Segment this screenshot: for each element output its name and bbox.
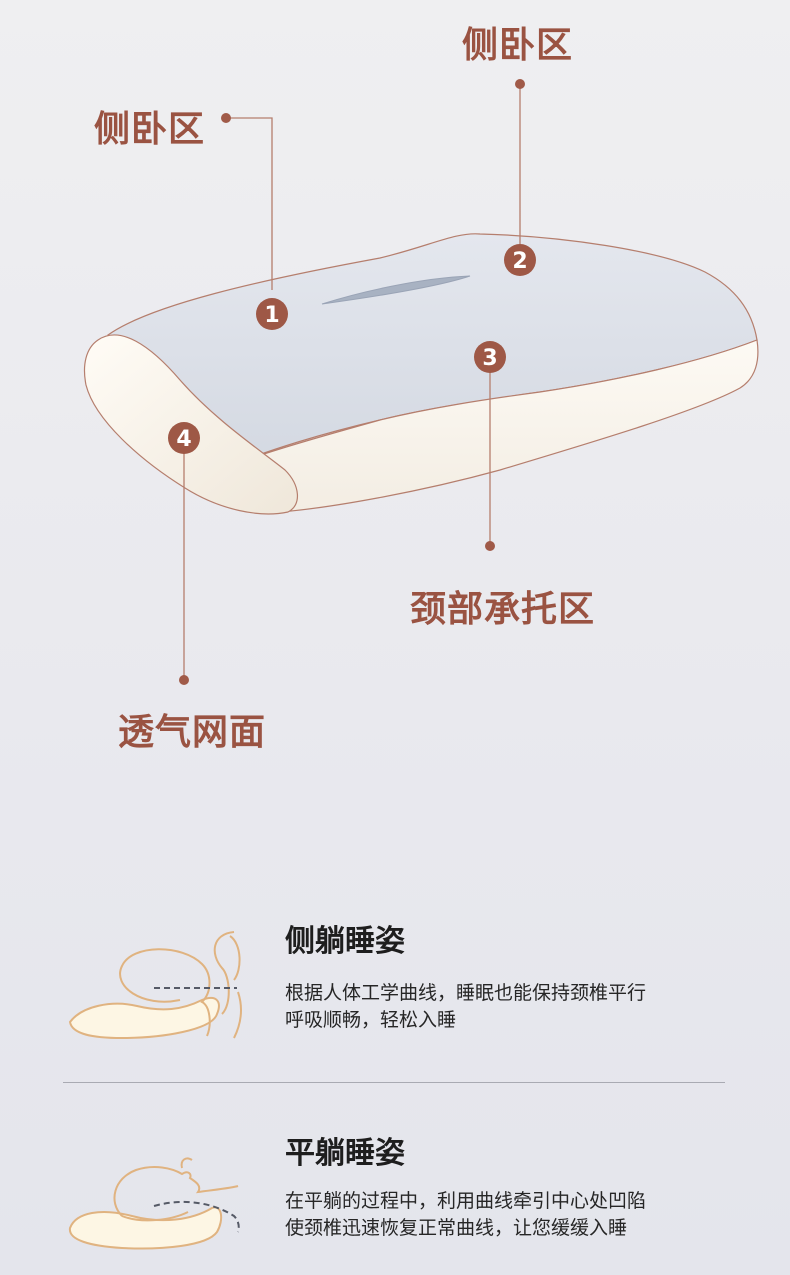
- pillow-illustration: 1 2 3 4: [83, 79, 759, 685]
- label-side-zone-left: 侧卧区: [94, 109, 206, 150]
- side-sleep-section: 侧躺睡姿 根据人体工学曲线，睡眠也能保持颈椎平行 呼吸顺畅，轻松入睡: [0, 900, 790, 1070]
- leader-dot-1: [221, 113, 231, 123]
- leader-dot-3: [485, 541, 495, 551]
- marker-4-circle: [168, 422, 200, 454]
- label-neck-support-zone: 颈部承托区: [410, 589, 596, 630]
- marker-3: 3: [474, 341, 506, 373]
- leader-dot-4: [179, 675, 189, 685]
- marker-4: 4: [168, 422, 200, 454]
- label-breathable-mesh: 透气网面: [118, 712, 267, 753]
- label-side-zone-right: 侧卧区: [462, 25, 574, 66]
- side-sleep-desc-line-1: 根据人体工学曲线，睡眠也能保持颈椎平行: [285, 982, 647, 1004]
- marker-3-circle: [474, 341, 506, 373]
- back-sleep-desc-line-2: 使颈椎迅速恢复正常曲线，让您缓缓入睡: [285, 1217, 628, 1239]
- marker-2-number: 2: [512, 249, 527, 274]
- back-sleep-description: 在平躺的过程中，利用曲线牵引中心处凹陷 使颈椎迅速恢复正常曲线，让您缓缓入睡: [285, 1188, 725, 1242]
- back-sleeping-icon: [68, 1157, 240, 1250]
- section-divider: [63, 1082, 725, 1083]
- leader-line-1: [226, 117, 273, 290]
- side-sleep-desc-line-2: 呼吸顺畅，轻松入睡: [285, 1009, 457, 1031]
- side-sleep-description: 根据人体工学曲线，睡眠也能保持颈椎平行 呼吸顺畅，轻松入睡: [285, 980, 725, 1034]
- marker-1-number: 1: [264, 303, 279, 328]
- leader-dots: [179, 79, 525, 685]
- back-sleep-section: 平躺睡姿 在平躺的过程中，利用曲线牵引中心处凹陷 使颈椎迅速恢复正常曲线，让您缓…: [0, 1110, 790, 1270]
- marker-1: 1: [256, 298, 288, 330]
- side-sleeping-icon: [68, 931, 242, 1040]
- back-sleep-desc-line-1: 在平躺的过程中，利用曲线牵引中心处凹陷: [285, 1190, 647, 1212]
- leader-lines: [183, 84, 521, 680]
- marker-3-number: 3: [482, 346, 497, 371]
- leader-dot-2: [515, 79, 525, 89]
- marker-4-number: 4: [176, 427, 191, 452]
- pillow-groove: [321, 275, 471, 305]
- back-sleep-title: 平躺睡姿: [285, 1136, 405, 1171]
- pillow-diagram: 1 2 3 4 侧卧区 侧卧区 颈部承托区 透气网面: [83, 25, 759, 753]
- side-sleep-title: 侧躺睡姿: [285, 924, 405, 959]
- marker-2: 2: [504, 244, 536, 276]
- marker-2-circle: [504, 244, 536, 276]
- pillow-front-side: [239, 339, 759, 513]
- marker-1-circle: [256, 298, 288, 330]
